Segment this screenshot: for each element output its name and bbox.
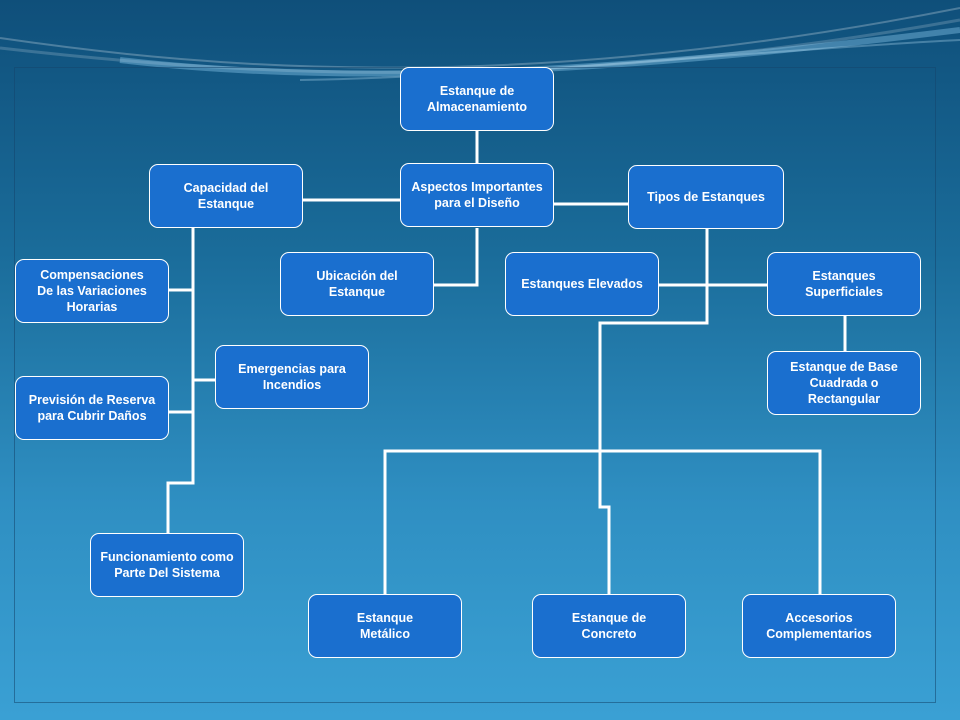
node-estanque-metalico: Estanque Metálico xyxy=(308,594,462,658)
connector-aspects-location xyxy=(433,228,479,287)
connector-types-down xyxy=(598,229,709,594)
node-funcionamiento-sistema: Funcionamiento como Parte Del Sistema xyxy=(90,533,244,597)
node-aspectos-importantes: Aspectos Importantes para el Diseño xyxy=(400,163,554,227)
node-tipos-estanques: Tipos de Estanques xyxy=(628,165,784,229)
node-estanque-concreto: Estanque de Concreto xyxy=(532,594,686,658)
node-estanques-superficiales: Estanques Superficiales xyxy=(767,252,921,316)
node-emergencias-incendios: Emergencias para Incendios xyxy=(215,345,369,409)
node-estanques-elevados: Estanques Elevados xyxy=(505,252,659,316)
node-prevision-reserva: Previsión de Reserva para Cubrir Daños xyxy=(15,376,169,440)
node-estanque-base-cuadrada: Estanque de Base Cuadrada o Rectangular xyxy=(767,351,921,415)
node-estanque-almacenamiento: Estanque de Almacenamiento xyxy=(400,67,554,131)
node-capacidad-estanque: Capacidad del Estanque xyxy=(149,164,303,228)
node-compensaciones: Compensaciones De las Variaciones Horari… xyxy=(15,259,169,323)
connector-material-bar xyxy=(383,449,822,594)
connector-capacity-trunk xyxy=(166,228,195,533)
node-accesorios-complementarios: Accesorios Complementarios xyxy=(742,594,896,658)
node-ubicacion-estanque: Ubicación del Estanque xyxy=(280,252,434,316)
